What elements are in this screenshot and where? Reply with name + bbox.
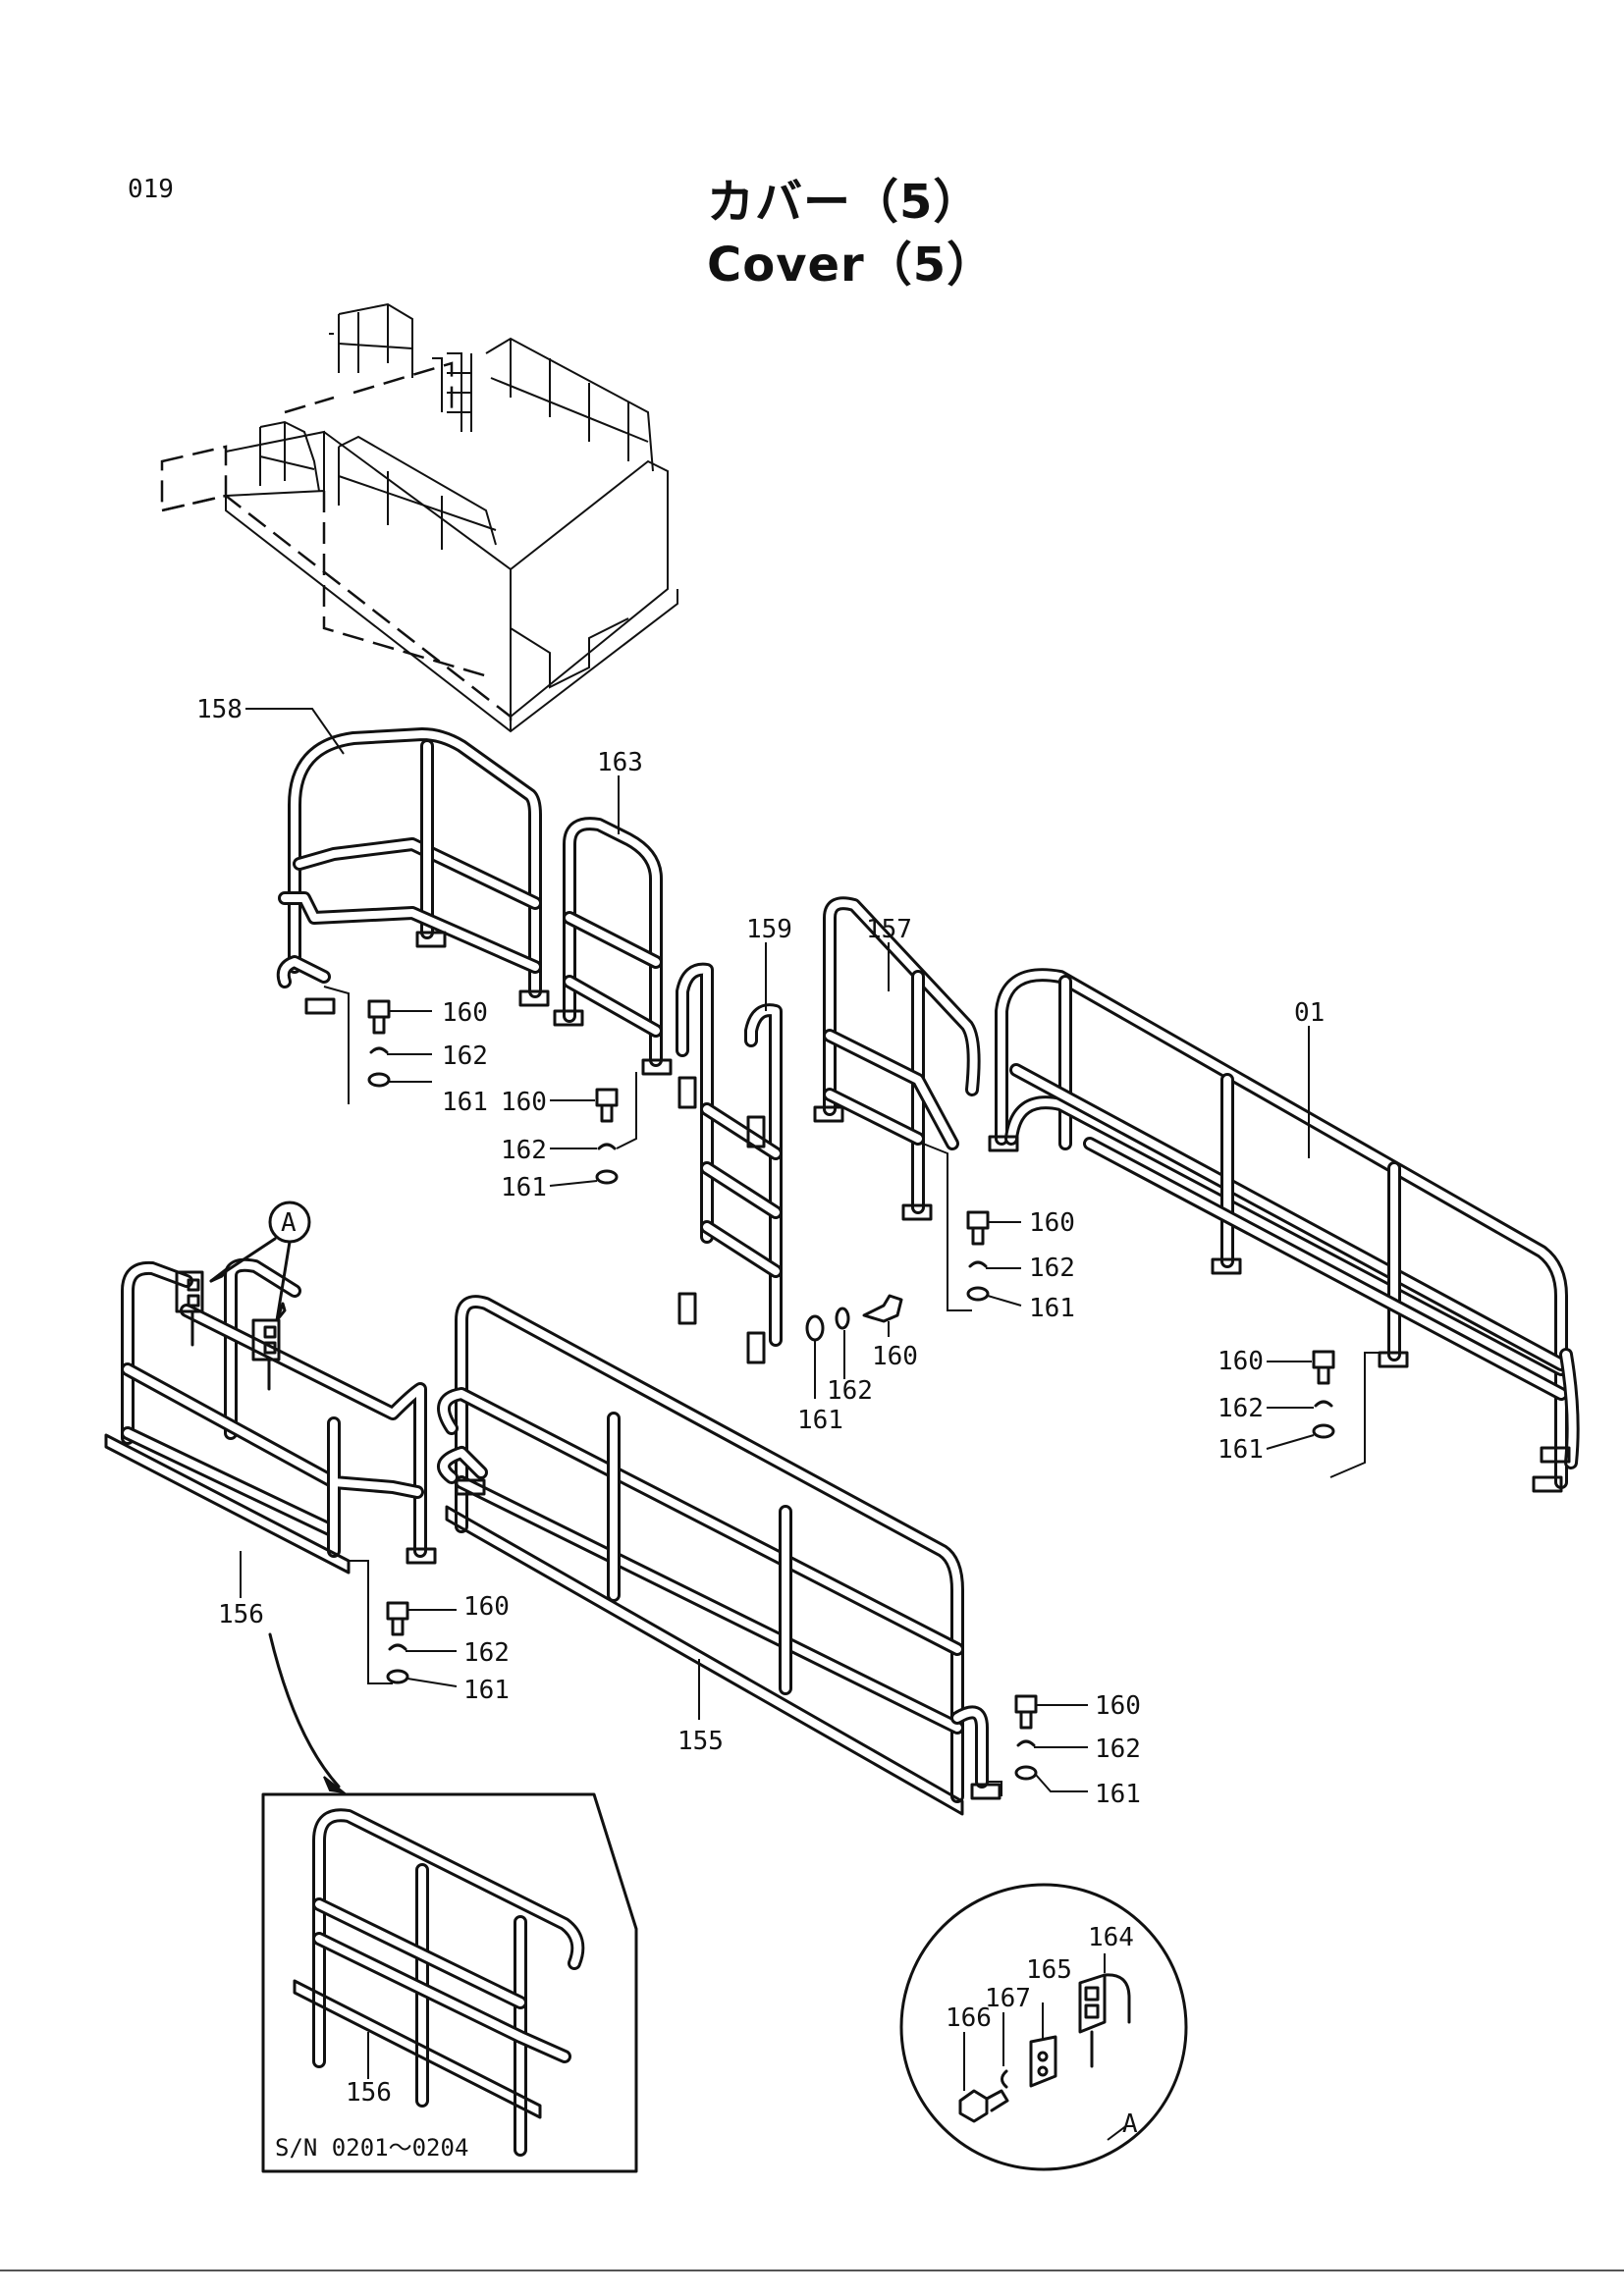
hardware-set-158 [367, 999, 432, 1088]
callout-01: 01 [1294, 998, 1325, 1028]
callout-161-b: 161 [501, 1173, 547, 1202]
page-code: 019 [128, 175, 174, 204]
callout-160-g: 160 [1095, 1691, 1141, 1721]
serial-note: S/N 0201～0204 [275, 2134, 468, 2162]
ladder-159 [676, 962, 783, 1364]
callout-160-e: 160 [1218, 1347, 1264, 1376]
callout-163: 163 [597, 748, 643, 777]
page-title-en: Cover（5） [707, 238, 996, 293]
callout-161-d: 161 [1029, 1294, 1075, 1323]
callout-158: 158 [196, 695, 243, 724]
leader-158 [245, 708, 345, 755]
handrail-155 [437, 1295, 1002, 1816]
callout-156: 156 [218, 1600, 264, 1629]
inset-pointer-arrowhead [323, 1776, 348, 1794]
callout-162-c: 162 [827, 1376, 873, 1406]
callout-162-e: 162 [1218, 1394, 1264, 1423]
callout-161-e: 161 [1218, 1435, 1264, 1465]
callout-160-b: 160 [501, 1088, 547, 1117]
callout-162-d: 162 [1029, 1254, 1075, 1283]
callout-167: 167 [985, 1984, 1031, 2013]
callout-159: 159 [746, 915, 792, 944]
callout-166: 166 [946, 2003, 992, 2033]
inset-pointer-curve [268, 1632, 341, 1789]
handrail-163 [553, 817, 673, 1149]
callout-164: 164 [1088, 1923, 1134, 1952]
inset-variant-box [261, 1792, 638, 2173]
callout-161-g: 161 [1095, 1780, 1141, 1809]
callout-160-a: 160 [442, 998, 488, 1028]
handrail-156 [104, 1257, 437, 1684]
callout-162-a: 162 [442, 1041, 488, 1071]
callout-162-g: 162 [1095, 1735, 1141, 1764]
callout-165: 165 [1026, 1955, 1072, 1985]
callout-157: 157 [866, 915, 912, 944]
detail-marker-a [209, 1201, 311, 1322]
callout-161-a: 161 [442, 1088, 488, 1117]
page-title-jp: カバー（5） [707, 175, 982, 230]
callout-160-c: 160 [872, 1342, 918, 1371]
hardware-set-01 [1266, 1350, 1335, 1450]
hardware-set-163 [549, 1088, 619, 1187]
hardware-set-156 [386, 1601, 458, 1687]
callout-155: 155 [677, 1727, 724, 1756]
callout-161-c: 161 [797, 1406, 843, 1435]
callout-160-d: 160 [1029, 1208, 1075, 1238]
handrail-157 [813, 896, 981, 1311]
detail-marker-a-label: A [281, 1208, 297, 1238]
handrail-158 [276, 727, 550, 1104]
callout-160-f: 160 [463, 1592, 510, 1622]
bottom-rule [0, 2269, 1624, 2271]
hardware-set-155 [1014, 1694, 1088, 1792]
hardware-set-157 [966, 1210, 1022, 1307]
callout-162-f: 162 [463, 1638, 510, 1668]
detail-a-circle [899, 1883, 1188, 2171]
callout-161-f: 161 [463, 1676, 510, 1705]
hardware-set-159 [805, 1294, 903, 1399]
handrail-01 [988, 968, 1580, 1493]
detail-a-label: A [1122, 2109, 1138, 2139]
callout-162-b: 162 [501, 1136, 547, 1165]
machine-overview [160, 302, 678, 733]
callout-156-inset: 156 [346, 2078, 392, 2108]
